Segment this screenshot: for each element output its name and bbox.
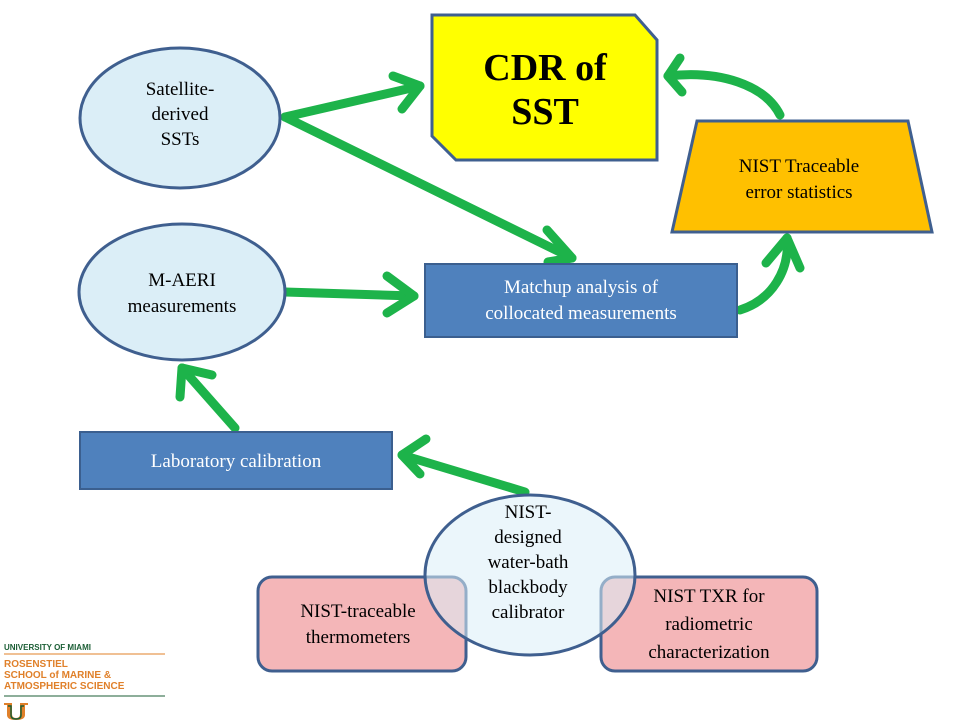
arrow-blackbody-to-labcal [397,434,530,497]
node-satellite-ssts-label-line-1: Satellite- [146,79,215,100]
arrows [175,53,805,497]
node-water-bath-blackbody-label-line-5: calibrator [492,602,565,623]
node-nist-error-stats-label-line-1: NIST Traceable [739,156,860,177]
node-satellite-ssts-label-line-2: derived [152,104,209,125]
node-water-bath-blackbody-label-line-1: NIST- [505,502,552,523]
node-matchup-analysis: Matchup analysis of collocated measuremen… [424,263,738,338]
arrow-matchup-to-stats [735,233,805,315]
node-nist-txr-label: NIST TXR for radiometric characterization [648,586,770,663]
node-water-bath-blackbody-label: NIST-designed water-bath blackbody calibrat… [488,502,569,623]
node-water-bath-blackbody-label-line-4: blackbody [488,577,568,598]
node-nist-txr-label-line-1: NIST TXR for [653,586,765,607]
node-matchup-analysis-label: Matchup analysis of collocated measuremen… [485,277,677,324]
node-nist-txr: NIST TXR for radiometric characterization [599,575,819,673]
node-nist-thermometers: NIST-traceable thermometers [256,575,468,673]
node-nist-thermometers-label-line-2: thermometers [306,627,410,648]
node-cdr-sst-label-line-2: SST [511,91,579,133]
node-lab-calibration-label: Laboratory calibration [151,451,322,472]
arrow-stats-to-cdr [663,53,785,120]
u-monogram-icon [4,703,28,720]
node-m-aeri-label-line-1: M-AERI [148,270,216,291]
node-nist-thermometers-label-line-1: NIST-traceable [300,601,415,622]
arrow-satellite-to-matchup [280,112,577,267]
node-nist-error-stats: NIST Traceable error statistics [670,119,934,234]
arrow-maeri-to-matchup [280,271,419,318]
node-m-aeri-label: M-AERI measurements [128,270,237,317]
node-lab-calibration-label-line-1: Laboratory calibration [151,451,322,472]
logo-school-line-2: SCHOOL of MARINE & [4,670,111,681]
arrow-labcal-to-maeri [175,363,240,433]
node-nist-thermometers-label: NIST-traceable thermometers [300,601,415,648]
node-water-bath-blackbody: NIST-designed water-bath blackbody calibrat… [423,493,637,657]
node-matchup-analysis-label-line-1: Matchup analysis of [504,277,659,298]
node-m-aeri-label-line-2: measurements [128,296,237,317]
node-lab-calibration: Laboratory calibration [79,431,393,490]
node-cdr-sst-label-line-1: CDR of [483,47,608,89]
node-nist-txr-label-line-2: radiometric [665,614,753,635]
node-matchup-analysis-label-line-2: collocated measurements [485,303,677,324]
logo-university: UNIVERSITY OF MIAMI [4,643,91,652]
node-m-aeri: M-AERI measurements [77,222,287,362]
node-water-bath-blackbody-label-line-3: water-bath [488,552,569,573]
logo-school-line-1: ROSENSTIEL [4,659,68,670]
arrow-satellite-to-cdr [280,71,425,122]
node-satellite-ssts-label-line-3: SSTs [161,129,200,150]
logo-school-line-3: ATMOSPHERIC SCIENCE [4,681,125,692]
node-water-bath-blackbody-label-line-2: designed [494,527,562,548]
node-nist-error-stats-label: NIST Traceable error statistics [739,156,860,203]
node-nist-error-stats-label-line-2: error statistics [745,182,852,203]
node-nist-txr-label-line-3: characterization [648,642,770,663]
